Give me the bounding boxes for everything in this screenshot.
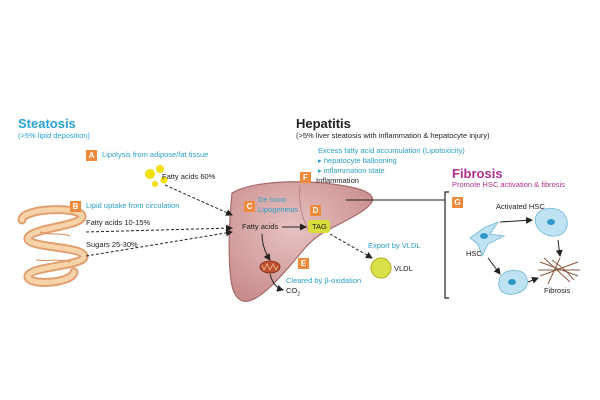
badge-g: G (452, 197, 463, 208)
lipolysis-label: Lipolysis from adipose/fat tissue (102, 150, 209, 159)
arrow-lipolysis (164, 184, 233, 216)
inflammation-state-text: ▸ inflammation state (318, 166, 385, 175)
lipotoxicity-text: Excess fatty acid accumulation (Lipotoxi… (318, 146, 465, 155)
vldl-label: VLDL (394, 264, 413, 273)
fatty-acids-60-label: Fatty acids 60% (162, 172, 216, 181)
fibrosis-bracket (444, 191, 449, 299)
badge-b: B (70, 201, 81, 212)
fibrosis-title: Fibrosis (452, 166, 503, 181)
tag-label: TAG (312, 222, 327, 231)
arrow-hsc-to-lower (487, 257, 501, 275)
arrow-hsc-to-activated (499, 216, 533, 224)
co2-label: CO2 (286, 286, 301, 298)
fatty-acids-10-15-label: Fatty acids 10-15% (86, 218, 151, 227)
fatty-acids-label: Fatty acids (242, 222, 279, 231)
export-vldl-label: Export by VLDL (368, 241, 421, 250)
fat-droplets (145, 165, 168, 187)
badge-c: C (244, 201, 255, 212)
steatosis-title: Steatosis (18, 116, 76, 131)
badge-d: D (310, 205, 321, 216)
hepatocyte-ballooning-text: ▸ hepatocyte ballooning (318, 156, 397, 165)
lipogenesis-label: Lipogenesis (258, 205, 299, 214)
activated-hsc-cell-icon (534, 207, 568, 237)
mitochondrion-icon (259, 260, 281, 274)
inflammation-text: Inflammation (316, 176, 359, 185)
hepatitis-title: Hepatitis (296, 116, 351, 131)
de-novo-label: De novo (258, 195, 286, 204)
fibrosis-subtitle: Promote HSC activation & fibrosis (452, 180, 565, 189)
steatosis-subtitle: (>5% lipid deposition) (18, 131, 90, 140)
arrow-export-vldl (329, 233, 373, 259)
arrow-fatty-acids-uptake (85, 224, 233, 233)
vldl-particle (370, 257, 392, 279)
fibrosis-fibers-icon (538, 257, 580, 285)
fibrosis-label: Fibrosis (544, 286, 571, 295)
arrow-fatty-to-mito (261, 233, 271, 261)
hepatitis-subtitle: (>5% liver steatosis with inflammation &… (296, 131, 490, 140)
arrow-activated-to-fibrosis (555, 239, 563, 257)
arrow-lower-to-fibrosis (527, 276, 539, 284)
sugars-label: Sugars 25-30% (86, 240, 138, 249)
cleared-label: Cleared by β-oxidation (286, 276, 362, 285)
lipid-uptake-label: Lipid uptake from circulation (86, 201, 180, 210)
tag-box (308, 220, 330, 233)
badge-f: F (300, 172, 311, 183)
hsc-label: HSC (466, 249, 482, 258)
hsc-cell-lower-icon (498, 269, 528, 295)
activated-hsc-label: Activated HSC (496, 202, 545, 211)
badge-a: A (86, 150, 97, 161)
hsc-cell-icon (469, 221, 506, 258)
intestine-illustration (17, 205, 89, 287)
badge-e: E (298, 258, 309, 269)
arrow-mito-to-co2 (269, 273, 284, 292)
